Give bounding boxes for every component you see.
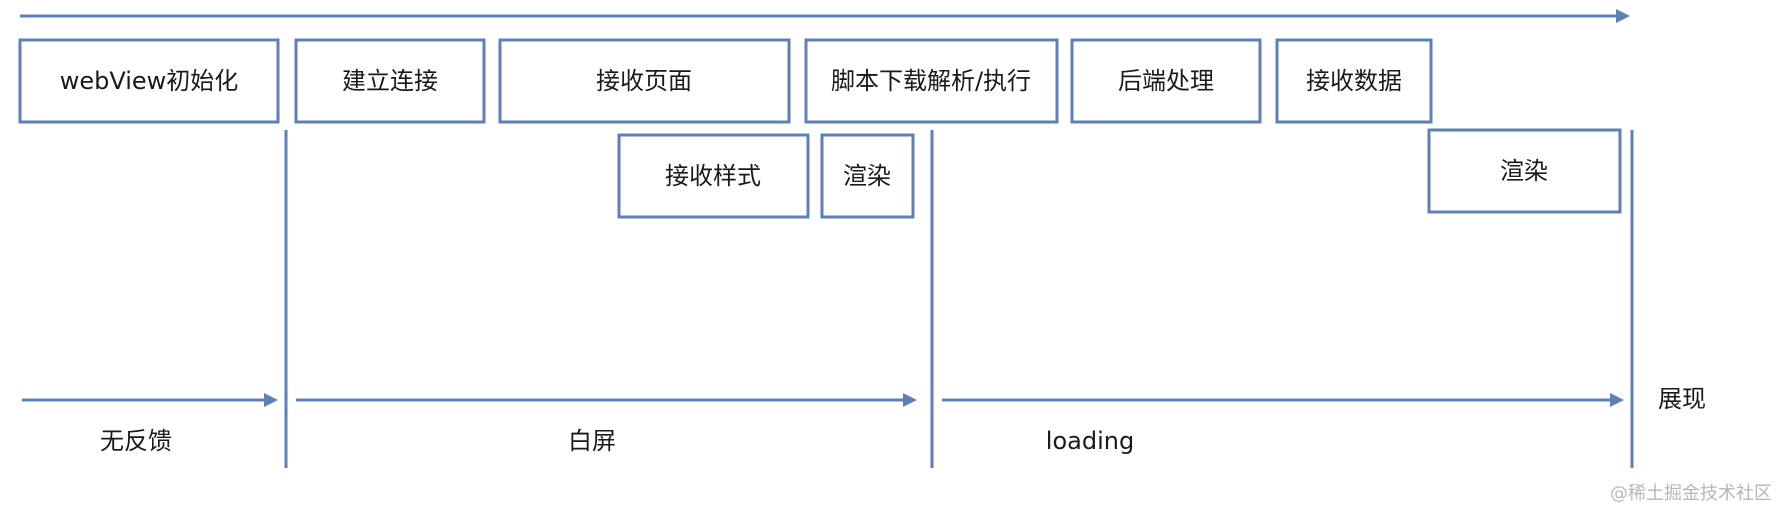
watermark-text: @稀土掘金技术社区 <box>1610 483 1772 504</box>
step-label-receive-data: 接收数据 <box>1306 67 1402 95</box>
step-box-backend-rect <box>1070 38 1262 124</box>
phase-label-no-feedback: 无反馈 <box>100 427 172 455</box>
step-box-render-1-rect <box>820 133 915 219</box>
step-box-backend: 后端处理 <box>1070 38 1262 124</box>
step-label-connect: 建立连接 <box>342 67 438 95</box>
step-label-script-exec: 脚本下载解析/执行 <box>831 67 1031 95</box>
step-box-receive-page: 接收页面 <box>498 38 791 124</box>
step-box-script-exec-rect <box>804 38 1059 124</box>
step-box-render-2-rect <box>1427 128 1622 214</box>
step-label-render-2: 渲染 <box>1500 157 1548 185</box>
step-label-backend: 后端处理 <box>1118 67 1214 95</box>
final-label: 展现 <box>1658 385 1706 413</box>
step-box-receive-data-rect <box>1275 38 1433 124</box>
step-box-receive-page-rect <box>498 38 791 124</box>
step-box-webview-init: webView初始化 <box>18 38 280 124</box>
step-box-connect-rect <box>294 38 486 124</box>
step-label-webview-init: webView初始化 <box>60 67 239 95</box>
step-label-render-1: 渲染 <box>843 162 891 190</box>
phase-label-loading: loading <box>1046 427 1134 455</box>
step-box-receive-style: 接收样式 <box>617 133 810 219</box>
step-box-receive-style-rect <box>617 133 810 219</box>
step-label-receive-style: 接收样式 <box>665 162 761 190</box>
phase-label-white-screen: 白屏 <box>568 427 616 455</box>
step-box-script-exec: 脚本下载解析/执行 <box>804 38 1059 124</box>
step-box-render-2: 渲染 <box>1427 128 1622 214</box>
step-box-connect: 建立连接 <box>294 38 486 124</box>
step-box-render-1: 渲染 <box>820 133 915 219</box>
step-label-receive-page: 接收页面 <box>596 67 692 95</box>
step-box-webview-init-rect <box>18 38 280 124</box>
step-box-receive-data: 接收数据 <box>1275 38 1433 124</box>
